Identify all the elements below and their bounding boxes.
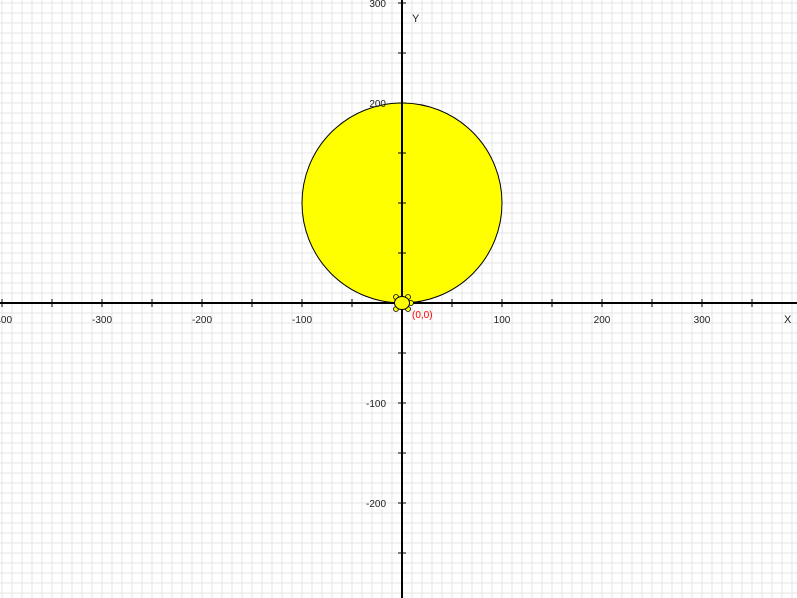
y-axis-label: Y (412, 13, 420, 25)
origin-label: (0,0) (412, 310, 433, 321)
turtle-shell (394, 296, 410, 310)
x-tick-label: -300 (92, 315, 112, 326)
axis-labels: X Y (0,0) -400 -300 -200 -100 100 200 300 300 20… (0, 0, 792, 510)
y-tick-label: 200 (369, 99, 386, 110)
y-tick-label: -200 (366, 499, 386, 510)
axis-ticks (1, 2, 753, 554)
y-tick-label: 300 (369, 0, 386, 10)
x-tick-label: -400 (0, 315, 12, 326)
x-tick-label: -100 (292, 315, 312, 326)
x-axis-label: X (784, 314, 792, 326)
x-tick-label: -200 (192, 315, 212, 326)
turtle-icon[interactable] (393, 294, 414, 312)
x-tick-label: 300 (694, 315, 711, 326)
x-tick-label: 200 (594, 315, 611, 326)
y-tick-label: -100 (366, 399, 386, 410)
x-tick-label: 100 (494, 315, 511, 326)
